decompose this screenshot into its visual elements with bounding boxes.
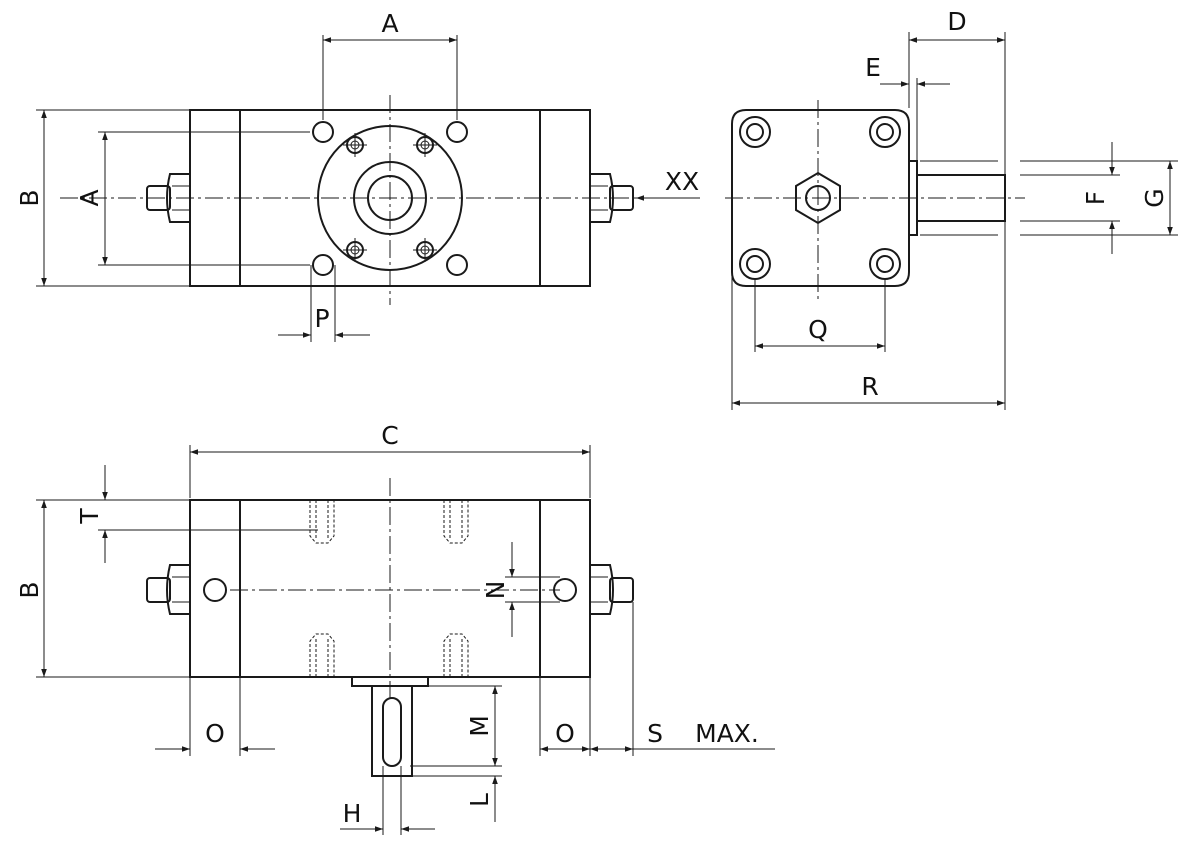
dim-label-a-left: A bbox=[75, 189, 104, 206]
dim-label-a-top: A bbox=[381, 9, 398, 38]
flange-bolts bbox=[343, 133, 437, 262]
dim-label-b-top: B bbox=[15, 189, 44, 206]
dim-label-p: P bbox=[314, 304, 329, 333]
dim-label-l: L bbox=[465, 793, 494, 807]
mounting-holes bbox=[312, 121, 468, 276]
max-label: MAX. bbox=[695, 719, 759, 748]
dim-label-t: T bbox=[75, 508, 104, 525]
dim-label-c: C bbox=[381, 421, 398, 450]
dim-label-g: G bbox=[1140, 188, 1169, 207]
dim-label-o-right: O bbox=[555, 719, 575, 748]
dim-label-r: R bbox=[861, 372, 878, 401]
dim-label-q: Q bbox=[808, 315, 828, 344]
dim-label-e: E bbox=[865, 53, 881, 82]
front-view bbox=[36, 445, 775, 835]
side-view bbox=[725, 32, 1178, 410]
dim-label-n: N bbox=[481, 581, 510, 600]
dim-label-s: S bbox=[647, 719, 663, 748]
side-corner-bolts bbox=[739, 116, 901, 280]
dim-label-o-left: O bbox=[205, 719, 225, 748]
dim-label-b-front: B bbox=[15, 581, 44, 598]
dim-label-d: D bbox=[947, 7, 966, 36]
view-label-xx: XX bbox=[665, 167, 699, 196]
right-adjust-screw bbox=[589, 173, 634, 223]
top-view bbox=[36, 35, 700, 342]
front-right-screw bbox=[589, 564, 634, 615]
hidden-tapped-holes bbox=[309, 500, 469, 677]
front-left-screw bbox=[146, 564, 191, 615]
dim-label-f: F bbox=[1081, 191, 1110, 205]
dim-label-m: M bbox=[465, 715, 494, 737]
dimension-labels: A A B P XX D E F G Q R C B T N O O S MAX… bbox=[15, 7, 1169, 828]
left-adjust-screw bbox=[146, 173, 191, 223]
output-shaft bbox=[351, 676, 429, 777]
dim-label-h: H bbox=[343, 799, 362, 828]
